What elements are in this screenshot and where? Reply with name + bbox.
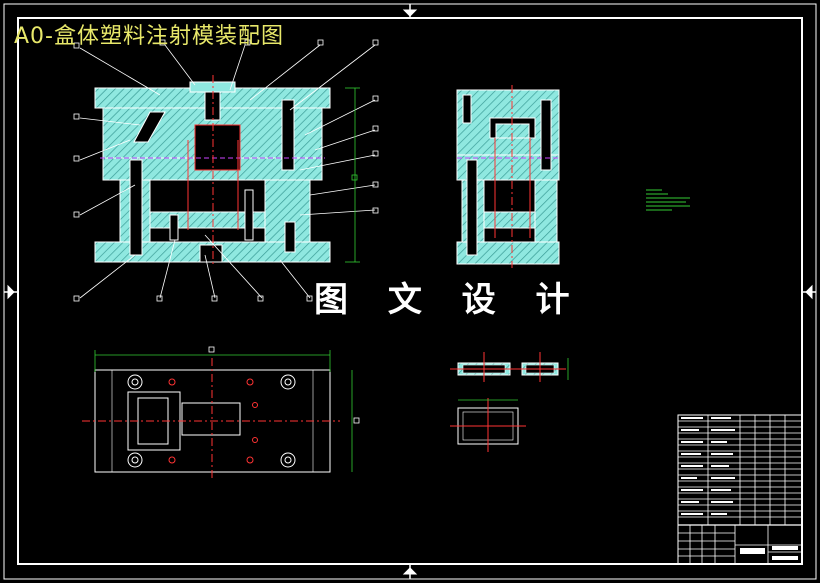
part-cavity [194, 124, 241, 171]
bolt [284, 221, 296, 253]
technical-requirements [646, 189, 690, 211]
plan-view [82, 346, 360, 480]
parts-list-entries [681, 417, 735, 515]
ejector-plate [149, 211, 266, 229]
part-leaders [79, 44, 376, 299]
drawing-frame [3, 3, 817, 580]
return-pin [169, 214, 179, 241]
title-block [677, 414, 803, 565]
part-balloons [73, 39, 379, 302]
part-detail-views [450, 352, 569, 452]
dimension-lines [345, 87, 360, 263]
ejector-pin [244, 189, 254, 241]
watermark-text: 图 文 设 计 [314, 280, 584, 320]
main-section-view [94, 75, 331, 265]
angled-slider [133, 111, 166, 143]
guide-pin-right [281, 99, 295, 171]
guide-pin-left [129, 159, 143, 256]
clamp-slot [199, 244, 223, 263]
side-section-view [456, 85, 560, 268]
drawing-title: A0-盒体塑料注射模装配图 [14, 24, 284, 49]
